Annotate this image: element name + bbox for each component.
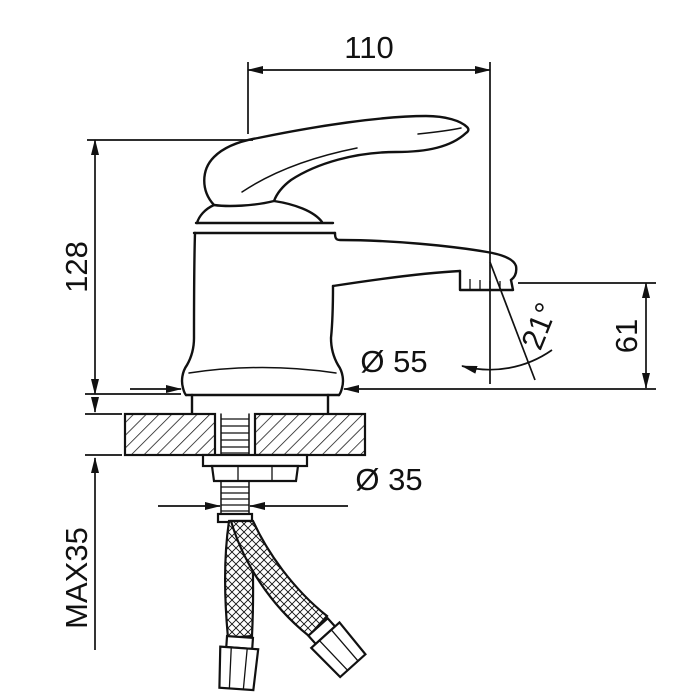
mounting-nut — [210, 464, 300, 483]
supply-hoses — [218, 519, 367, 692]
dim-body-diameter-label: Ø 55 — [360, 344, 427, 379]
hose-left-nut — [218, 634, 260, 692]
handle-lever — [203, 114, 470, 208]
dim-total-height-label: 128 — [59, 241, 94, 293]
dim-outlet-height-label: 61 — [609, 319, 644, 353]
faucet-body — [180, 114, 518, 416]
dimension-annotations: 110 128 21° 61 Ø 55 Ø 35 MAX35 — [59, 30, 656, 650]
hose-right — [229, 519, 329, 638]
dim-max-thickness-label: MAX35 — [59, 527, 94, 629]
hose-right-nut — [306, 616, 367, 679]
dim-spout-reach-label: 110 — [344, 30, 393, 65]
mounting-washer — [201, 453, 309, 468]
mounting-surface — [123, 412, 367, 524]
dim-hole-diameter-label: Ø 35 — [355, 462, 422, 497]
